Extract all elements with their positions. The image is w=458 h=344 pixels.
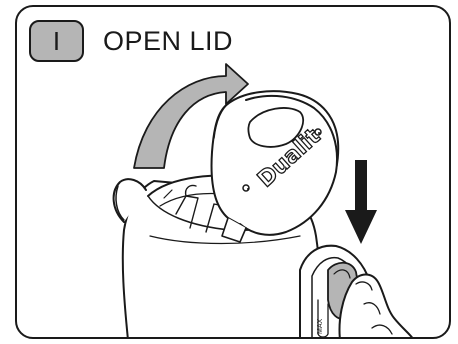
screw-icon (247, 188, 249, 190)
step-number: I (53, 26, 60, 57)
step-number-badge: I (29, 20, 84, 62)
max-marking: MAX (317, 319, 324, 335)
step-title: OPEN LID (103, 21, 233, 61)
down-arrow-icon (345, 160, 377, 244)
